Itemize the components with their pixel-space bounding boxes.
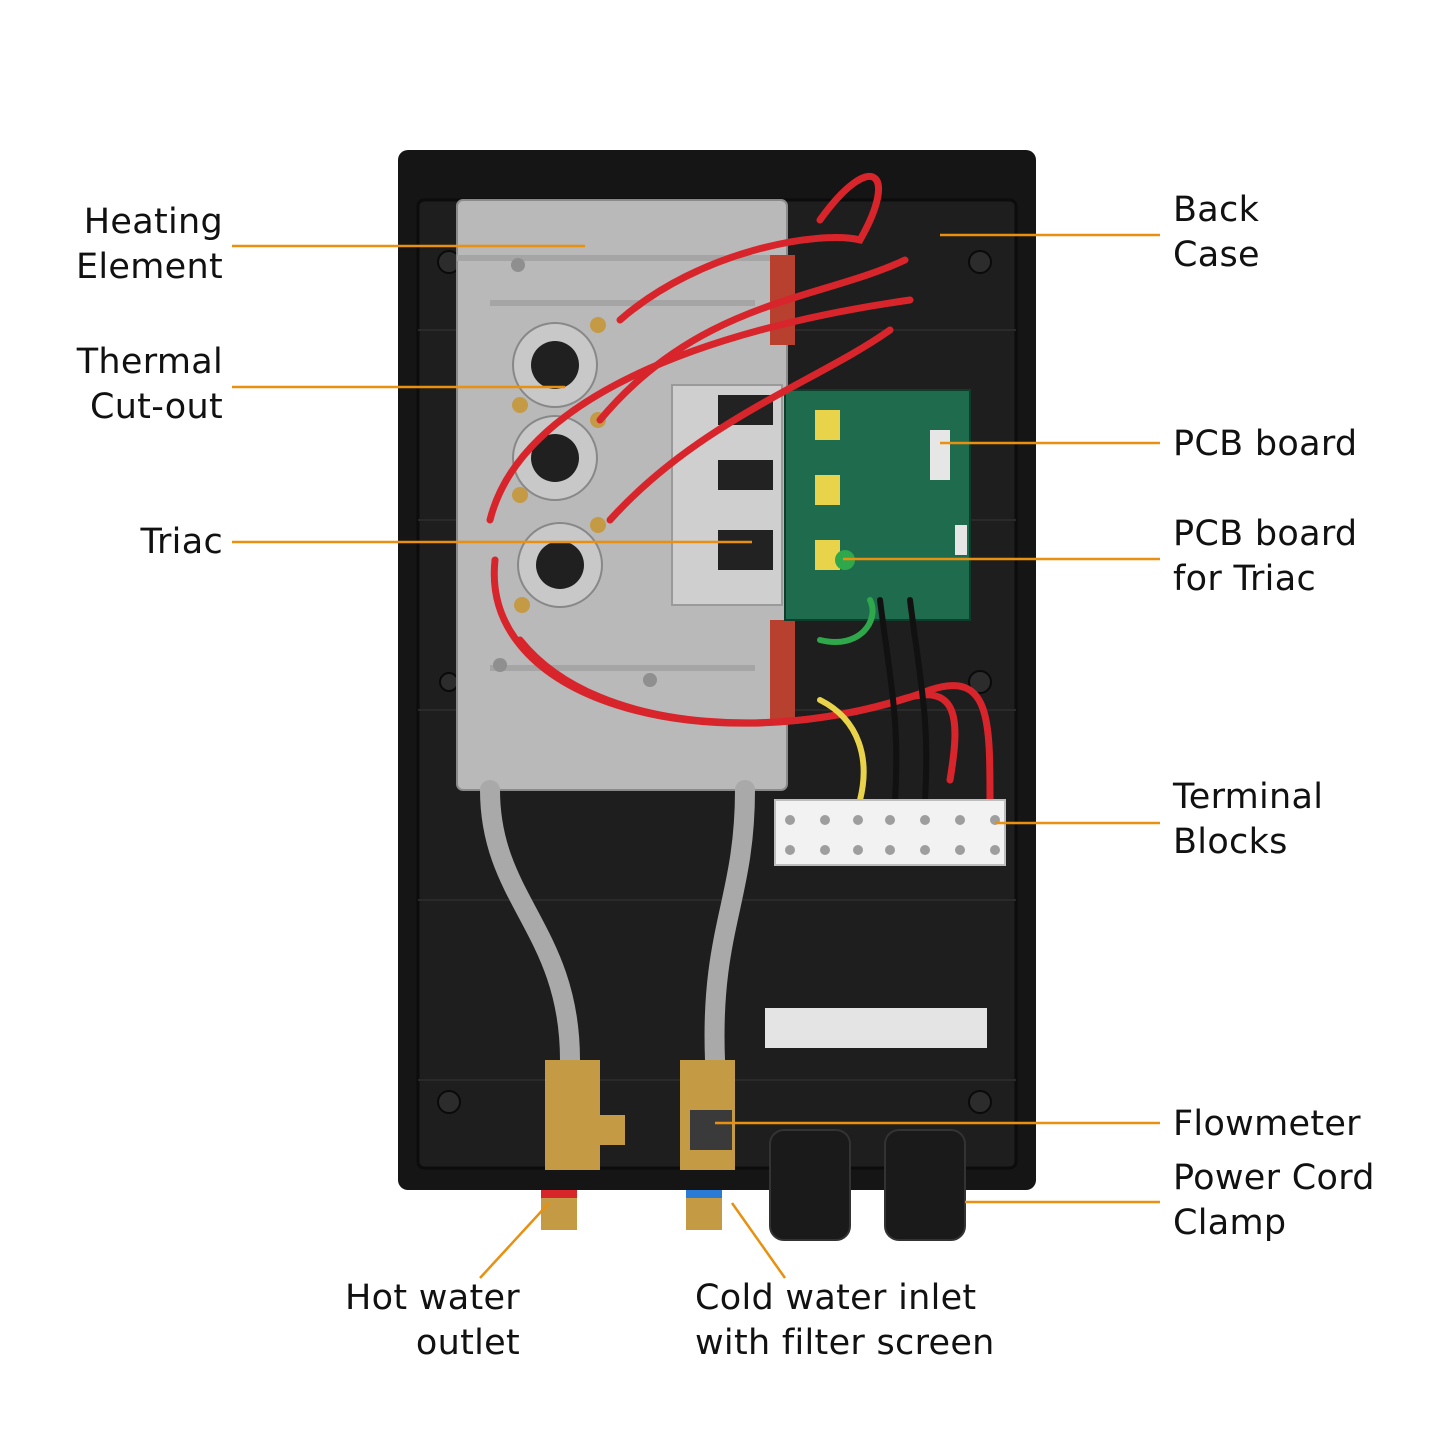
flowmeter [690, 1110, 732, 1150]
label-pcb-board: PCB board [1173, 424, 1358, 464]
leader-lines [232, 233, 1160, 1279]
plate-terminals [770, 255, 795, 720]
leader-cold-water-inlet [730, 1202, 787, 1279]
label-cold-water-inlet: Cold water inlet with filter screen [695, 1278, 995, 1363]
thermal-cutout [512, 317, 606, 613]
label-power-cord-clamp: Power Cord Clamp [1173, 1158, 1375, 1243]
leader-hot-water-outlet [479, 1202, 550, 1279]
power-cord-clamp [769, 1129, 966, 1241]
brass-fittings [545, 1060, 735, 1170]
cold-water-inlet [686, 1190, 722, 1230]
label-flowmeter: Flowmeter [1173, 1104, 1361, 1144]
label-pcb-board-triac: PCB board for Triac [1173, 514, 1358, 599]
label-heating-element: Heating Element [75, 202, 223, 287]
triac [718, 395, 773, 570]
label-hot-water-outlet: Hot water outlet [345, 1278, 520, 1363]
label-terminal-blocks: Terminal Blocks [1173, 777, 1324, 862]
label-thermal-cutout: Thermal Cut-out [76, 342, 223, 427]
wires [486, 173, 994, 804]
water-pipes [480, 780, 755, 1070]
label-triac: Triac [140, 522, 223, 562]
hot-water-outlet [541, 1190, 577, 1230]
label-back-case: Back Case [1173, 190, 1260, 275]
terminal-blocks [774, 799, 1006, 866]
circuit-sticker [765, 1008, 987, 1048]
pcb-board [784, 389, 971, 621]
